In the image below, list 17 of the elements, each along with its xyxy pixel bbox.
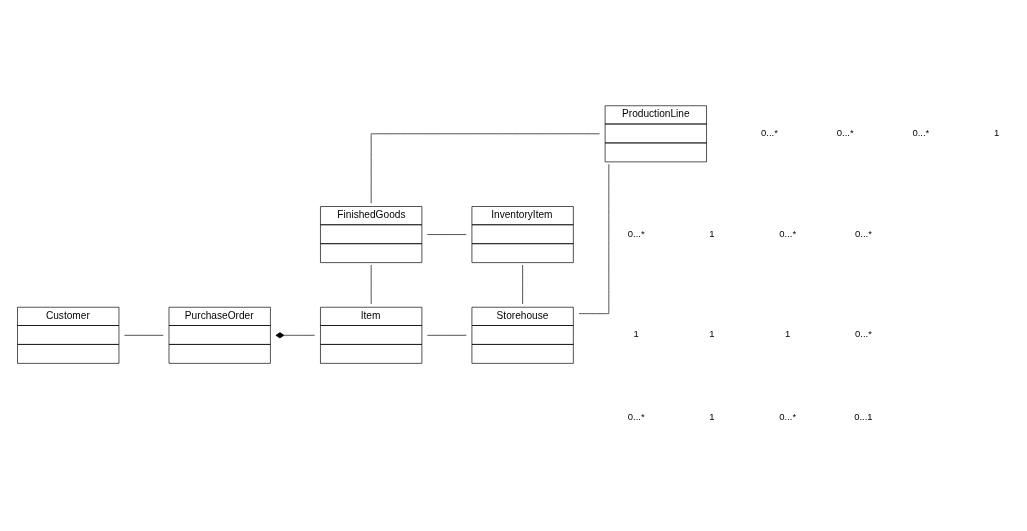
label: 0...* [836,126,854,138]
label: 0...* [779,410,797,422]
label: 0...* [912,126,930,138]
label: 0...* [855,227,872,239]
label: 0...1 [854,410,873,422]
label: 1 [709,410,715,422]
connector [275,331,316,338]
label: 1 [633,327,639,339]
label: 0...* [855,327,872,339]
label: 1 [709,327,715,339]
label: 0...* [779,227,797,239]
label: 1 [993,126,1000,138]
label: 1 [709,227,715,239]
label: 0...* [761,126,778,138]
label: 0...* [627,410,645,422]
label: 0...* [627,227,645,239]
label: 1 [785,327,791,339]
